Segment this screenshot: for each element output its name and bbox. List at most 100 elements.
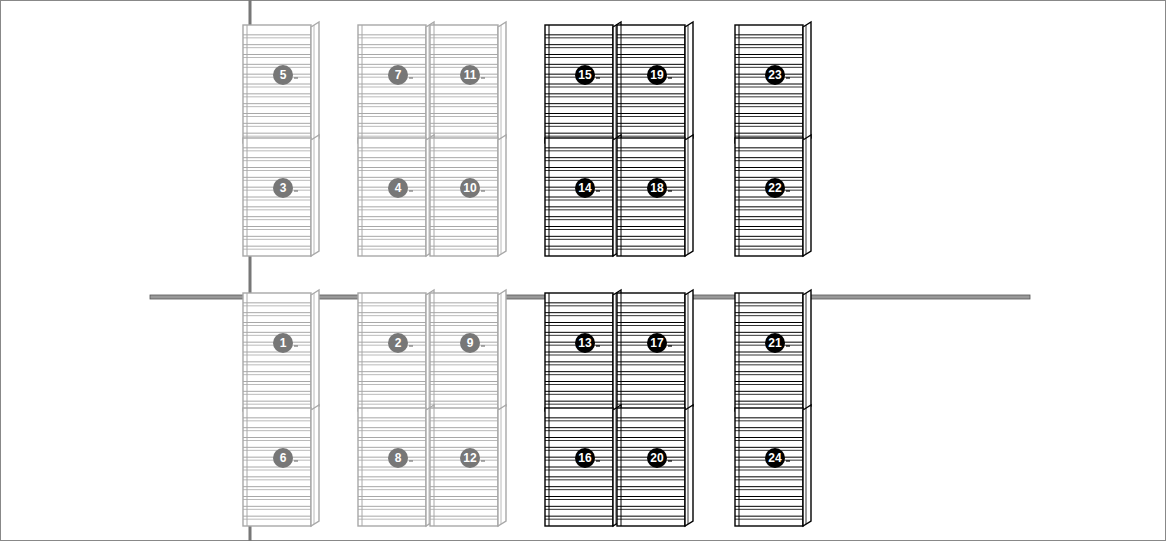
- rack-side-rail: [498, 22, 506, 143]
- rack-side-rail: [685, 290, 693, 411]
- callout-circle: 15: [575, 65, 595, 85]
- rack-slat: [617, 476, 685, 477]
- rack-slat: [545, 37, 613, 38]
- rack-slat: [735, 116, 803, 117]
- rack-slat: [243, 160, 311, 161]
- rack-slat: [243, 506, 311, 507]
- rack-slat: [430, 150, 498, 151]
- rack-slat: [243, 440, 311, 441]
- rack-slat: [430, 437, 498, 438]
- rack-slat: [243, 325, 311, 326]
- rack-slat: [243, 315, 311, 316]
- rack-slat: [617, 150, 685, 151]
- callout-circle: 11: [460, 65, 480, 85]
- rack-slat: [545, 96, 613, 97]
- rack-slat: [430, 332, 498, 333]
- callout-tick: [668, 345, 672, 346]
- rack-slat: [358, 305, 426, 306]
- rack-slat: [430, 420, 498, 421]
- rack-slat: [617, 136, 685, 137]
- callout-circle: 20: [647, 448, 667, 468]
- callout-circle: 17: [647, 333, 667, 353]
- rack-slat: [735, 486, 803, 487]
- rack-slat: [358, 371, 426, 372]
- rack-slat: [430, 177, 498, 178]
- rack-slat: [545, 147, 613, 148]
- rack-slat: [243, 381, 311, 382]
- rack-side-rail: [498, 290, 506, 411]
- rack-slat: [358, 37, 426, 38]
- rack-slat: [243, 519, 311, 520]
- rack-slat: [735, 47, 803, 48]
- rack-side-rail: [803, 22, 811, 143]
- rack-slat: [735, 394, 803, 395]
- rack-slat: [545, 420, 613, 421]
- rack-slat: [243, 136, 311, 137]
- rack-slat: [358, 57, 426, 58]
- callout-number: 7: [395, 69, 402, 81]
- rack-slat: [617, 470, 685, 471]
- rack-slat: [545, 371, 613, 372]
- rack-slat: [430, 322, 498, 323]
- rack-slat: [358, 489, 426, 490]
- rack-slat: [735, 315, 803, 316]
- rack-side-line: [806, 138, 807, 254]
- rack-slat: [358, 519, 426, 520]
- rack-slat: [617, 516, 685, 517]
- callout-number: 12: [463, 452, 476, 464]
- rack-body: [430, 138, 498, 256]
- rack-slat: [735, 93, 803, 94]
- rack-slat: [617, 381, 685, 382]
- rack-side-rail: [311, 290, 319, 411]
- rack-body: [545, 293, 613, 411]
- rack-body: [735, 138, 803, 256]
- rack-slat: [735, 106, 803, 107]
- rack-side-line: [501, 25, 502, 141]
- rack-slat: [430, 136, 498, 137]
- rack-slat: [243, 167, 311, 168]
- rack-slat: [545, 246, 613, 247]
- rack-slat: [430, 226, 498, 227]
- rack-side-line: [806, 293, 807, 409]
- rack-slat: [735, 509, 803, 510]
- rack-module: [358, 290, 434, 411]
- rack-slat: [358, 246, 426, 247]
- rack-slat: [735, 476, 803, 477]
- rack-slat: [735, 489, 803, 490]
- rack-slat: [243, 219, 311, 220]
- rack-slat: [735, 374, 803, 375]
- rack-slat: [545, 440, 613, 441]
- rack-slat: [243, 391, 311, 392]
- rack-slat: [545, 305, 613, 306]
- rack-slat: [430, 96, 498, 97]
- rack-slat: [430, 170, 498, 171]
- callout-tick: [596, 345, 600, 346]
- rack-slat: [735, 44, 803, 45]
- rack-slat: [358, 44, 426, 45]
- rack-slat: [358, 116, 426, 117]
- rack-side-rail: [803, 135, 811, 256]
- rack-slat: [617, 106, 685, 107]
- rack-slat: [430, 486, 498, 487]
- rack-slat: [617, 489, 685, 490]
- rack-body: [735, 408, 803, 526]
- rack-slat: [617, 325, 685, 326]
- rack-slat: [545, 150, 613, 151]
- rack-slat: [243, 302, 311, 303]
- rack-slat: [430, 57, 498, 58]
- rack-slat: [358, 113, 426, 114]
- callout-circle: 10: [460, 178, 480, 198]
- rack-slat: [358, 315, 426, 316]
- rack-slat: [735, 305, 803, 306]
- rack-slat: [243, 64, 311, 65]
- callout-number: 10: [463, 182, 476, 194]
- rack-slat: [735, 420, 803, 421]
- rack-slat: [545, 177, 613, 178]
- rack-slat: [430, 506, 498, 507]
- callout-number: 1: [280, 337, 287, 349]
- rack-side-line: [314, 293, 315, 409]
- rack-slat: [735, 516, 803, 517]
- rack-slat: [545, 229, 613, 230]
- rack-slat: [430, 133, 498, 134]
